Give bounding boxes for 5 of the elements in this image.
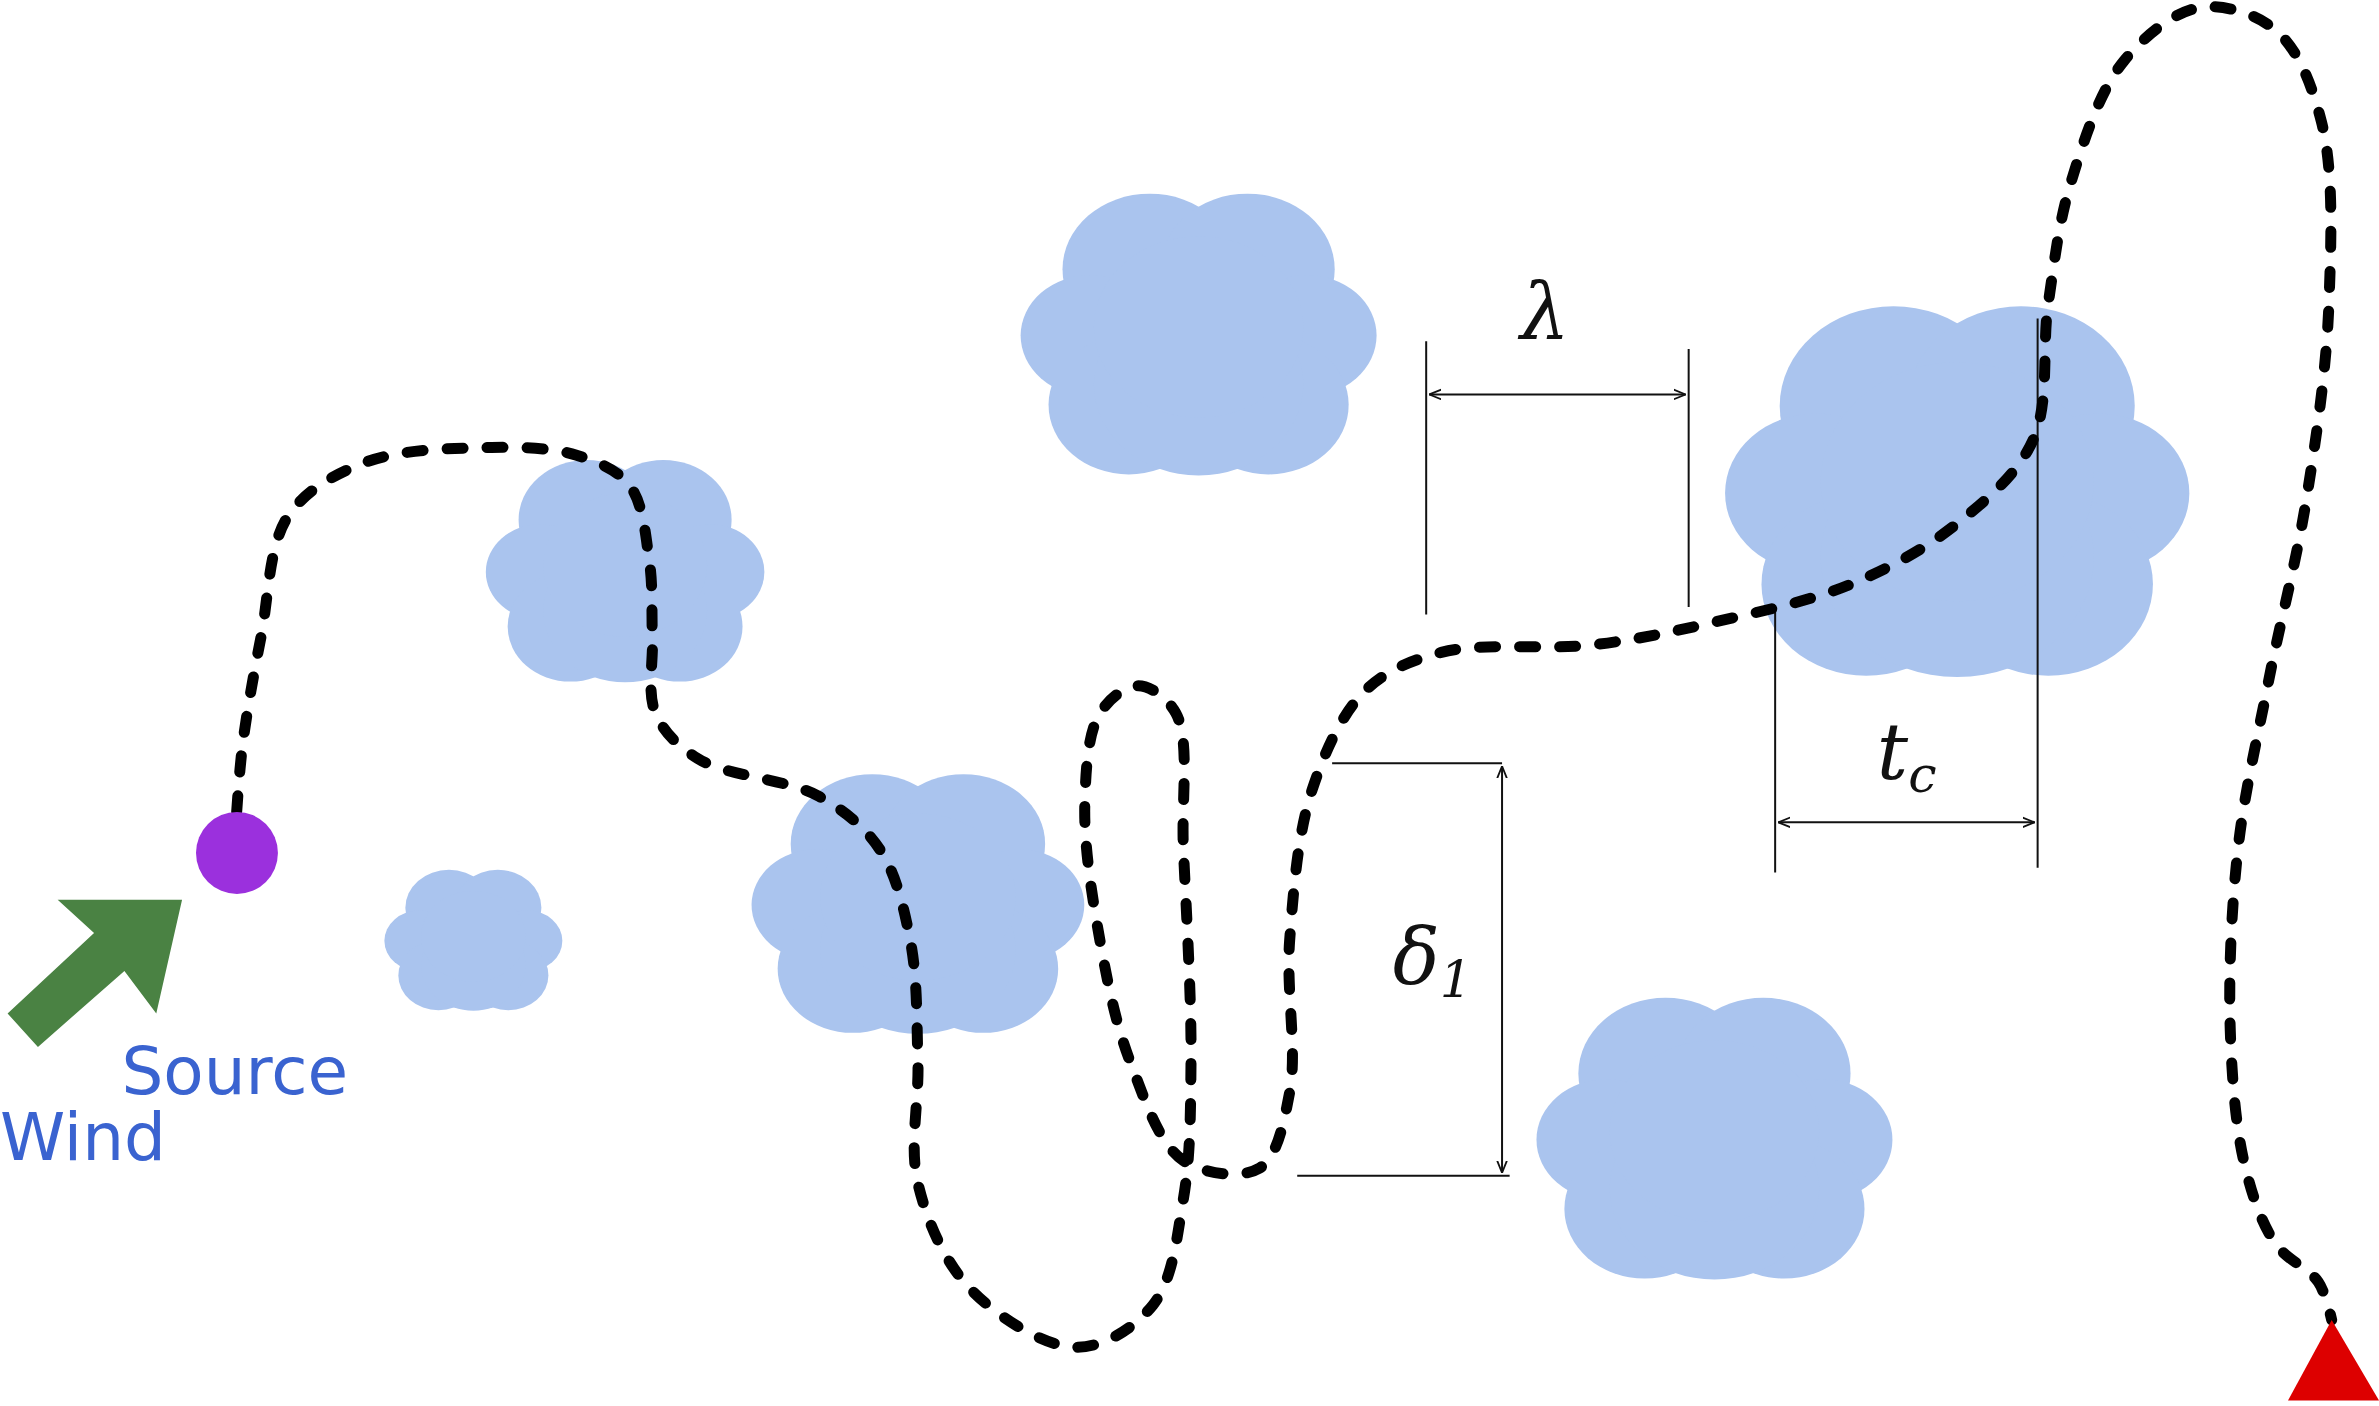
dimension-label: t$_{c}$ xyxy=(1876,713,1937,801)
dimension-label: δ$_{1}$ xyxy=(1392,917,1472,1006)
source-label: Source xyxy=(121,1039,349,1106)
wind-label: Wind xyxy=(0,1104,166,1171)
trajectory-path xyxy=(231,1,2338,1353)
